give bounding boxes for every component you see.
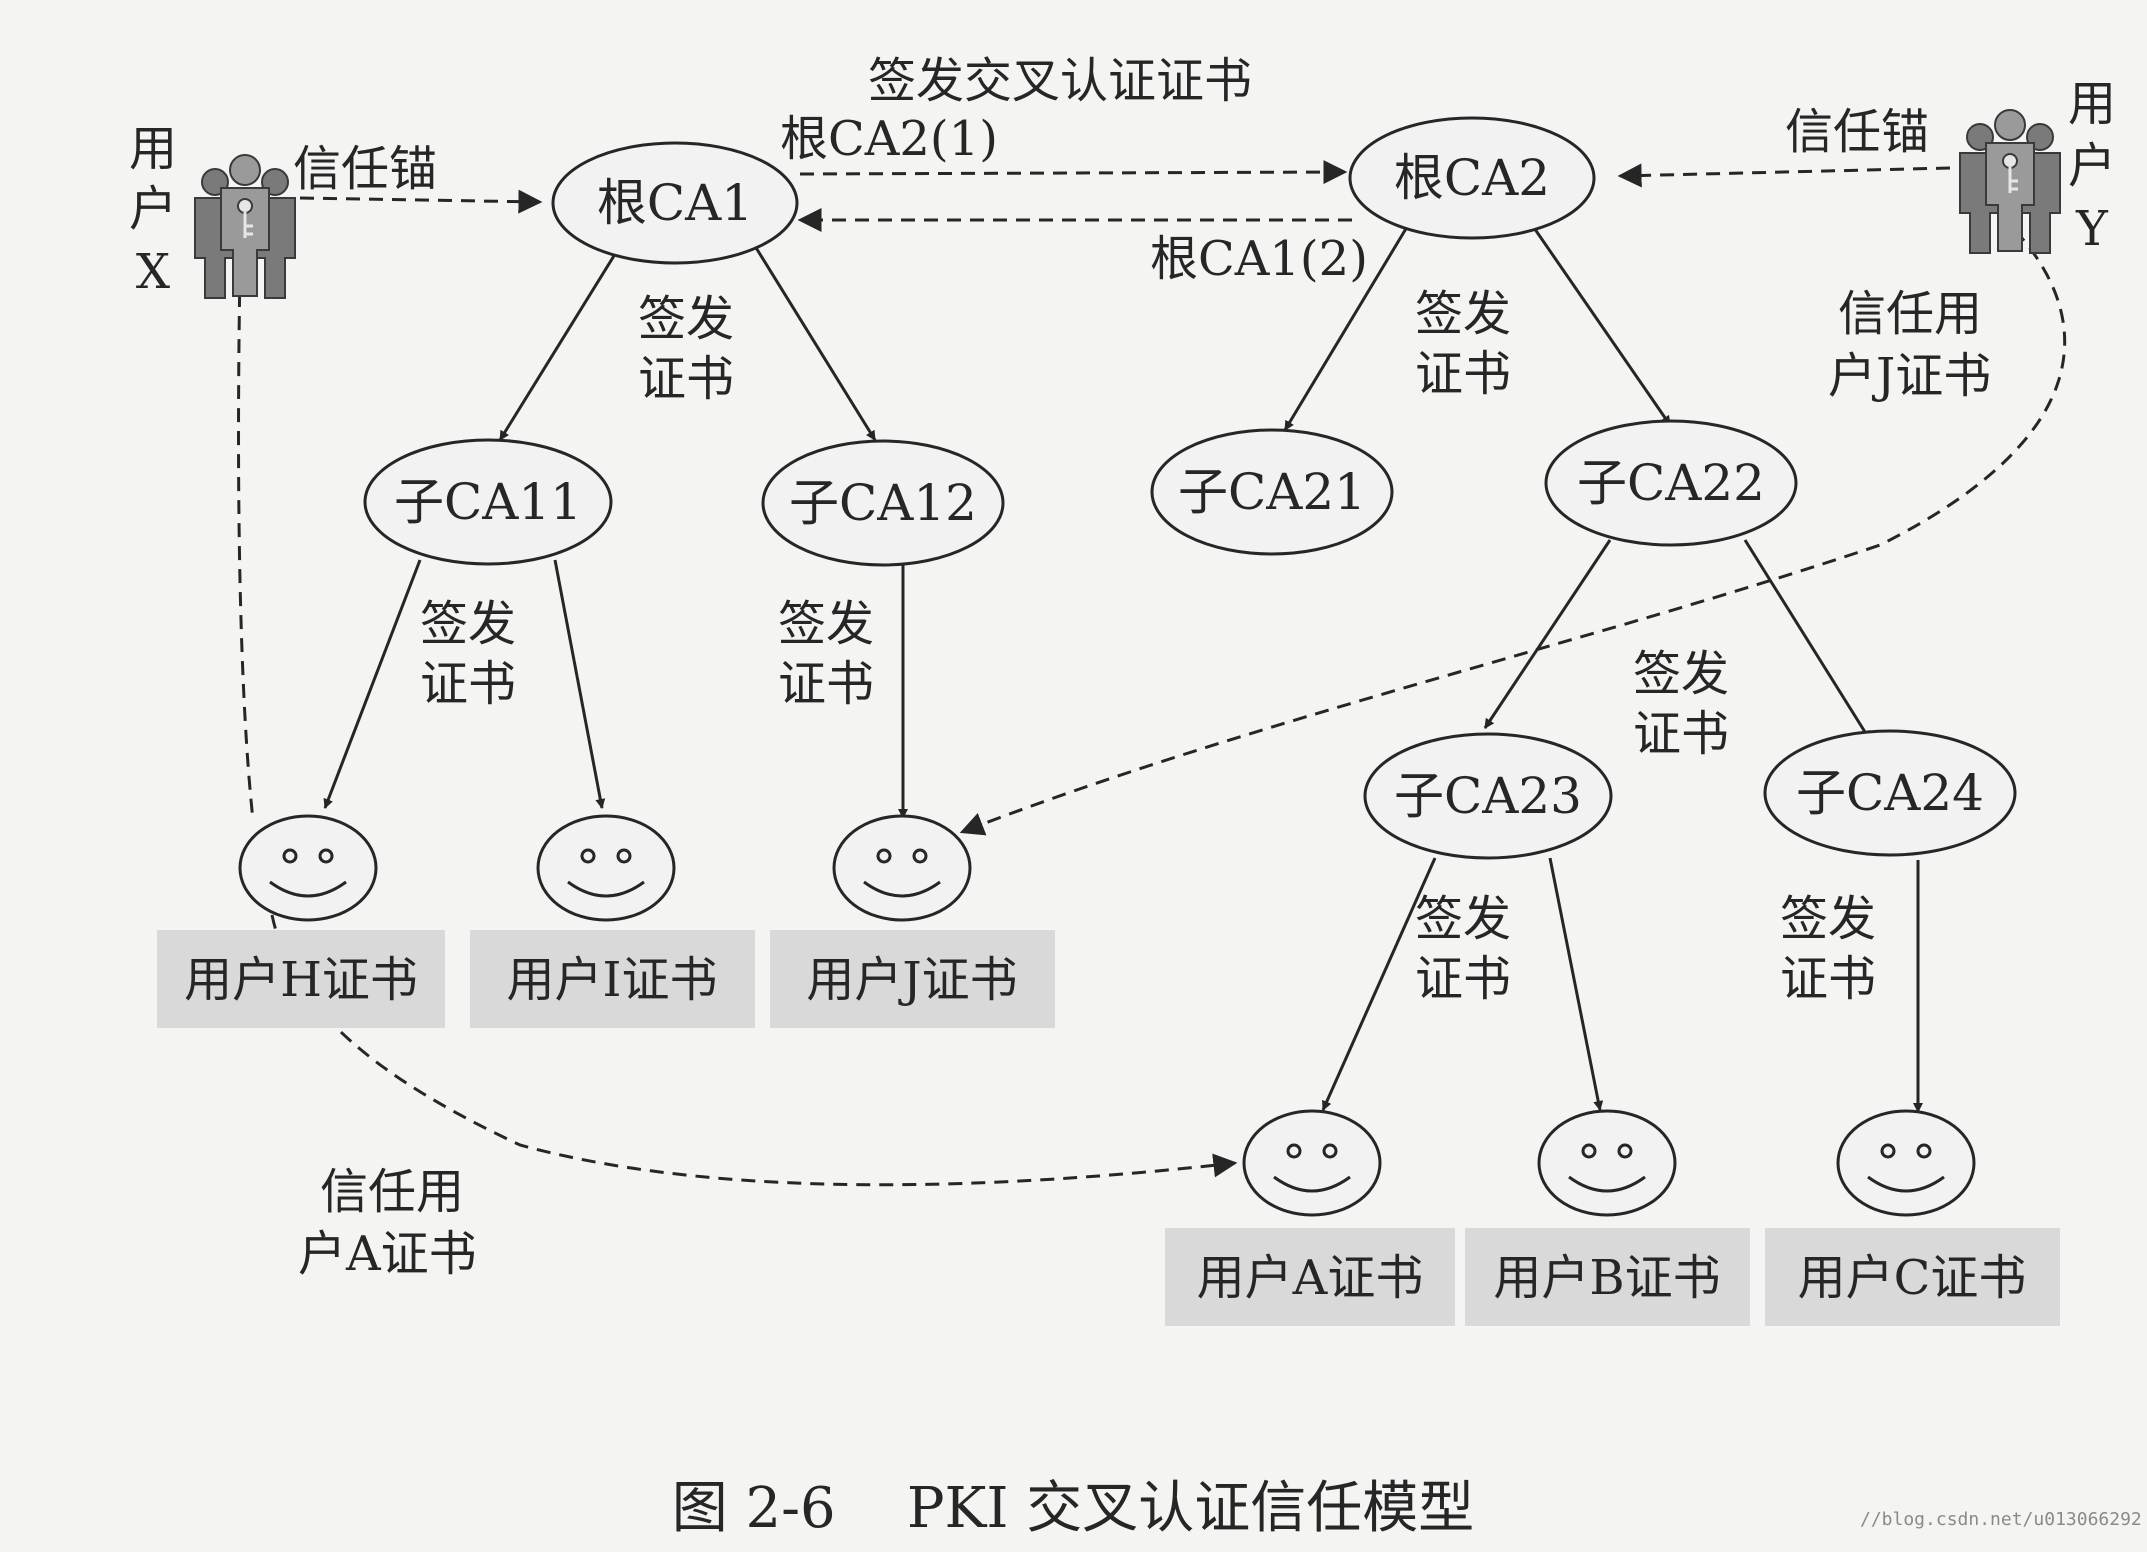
sub-ca24-node bbox=[1763, 729, 2017, 857]
trust-user-j-arrow bbox=[959, 228, 2067, 836]
user-i-smiley-icon bbox=[536, 814, 676, 922]
root-ca1-node bbox=[551, 141, 799, 265]
issue-label-ca11-1: 签发 bbox=[420, 596, 516, 652]
user-j-smiley-icon bbox=[832, 814, 972, 922]
svg-text:户: 户 bbox=[129, 181, 177, 237]
sub-ca23-node bbox=[1363, 732, 1613, 860]
trust-anchor-arrow-x bbox=[299, 189, 543, 214]
user-h-cert-box bbox=[157, 930, 445, 1028]
trust-user-j-label-2: 户J证书 bbox=[1828, 348, 1991, 404]
edge-labels: 信任锚 信任锚 签发交叉认证证书 根CA2(1) 根CA1(2) 签发 证书 签… bbox=[293, 53, 1991, 1282]
trust-user-a-label-2: 户A证书 bbox=[298, 1226, 477, 1282]
user-c-smiley-icon bbox=[1836, 1109, 1976, 1217]
sub-ca22-node bbox=[1544, 419, 1798, 547]
sub-ca12-label: 子CA12 bbox=[789, 474, 977, 532]
trust-anchor-arrow-y bbox=[1617, 163, 1951, 188]
trust-anchor-label-right: 信任锚 bbox=[1785, 104, 1929, 160]
issue-label-ca1-2: 证书 bbox=[638, 351, 734, 407]
issue-arrow-ca1-to-ca12 bbox=[748, 237, 877, 441]
sub-ca23-label: 子CA23 bbox=[1394, 767, 1582, 825]
trust-user-j-label-1: 信任用 bbox=[1838, 286, 1982, 342]
issue-arrow-ca11-to-user-h bbox=[323, 559, 422, 809]
svg-text:用: 用 bbox=[2068, 76, 2116, 132]
sub-ca24-label: 子CA24 bbox=[1796, 764, 1984, 822]
cross-cert-title: 签发交叉认证证书 bbox=[868, 53, 1252, 109]
issue-label-ca2-2: 证书 bbox=[1415, 346, 1511, 402]
issue-label-ca22-1: 签发 bbox=[1633, 646, 1729, 702]
issue-arrow-ca2-to-ca22 bbox=[1528, 221, 1672, 426]
svg-text:户: 户 bbox=[2068, 138, 2116, 194]
user-y-group-icon bbox=[1959, 109, 2061, 254]
cert-boxes bbox=[157, 930, 2060, 1326]
user-h-cert-label: 用户H证书 bbox=[184, 952, 418, 1008]
root-ca2-1-label: 根CA2(1) bbox=[780, 111, 998, 167]
issue-arrow-ca22-to-ca23 bbox=[1483, 539, 1612, 729]
ca-nodes bbox=[363, 116, 2017, 860]
issue-label-ca22-2: 证书 bbox=[1633, 706, 1729, 762]
user-h-smiley-icon bbox=[238, 814, 378, 922]
issue-label-ca23-2: 证书 bbox=[1415, 951, 1511, 1007]
user-j-cert-box bbox=[770, 930, 1055, 1028]
issue-arrow-ca22-to-ca24 bbox=[1743, 539, 1872, 741]
root-ca2-node bbox=[1348, 116, 1596, 240]
sub-ca22-label: 子CA22 bbox=[1577, 454, 1765, 512]
root-ca2-label: 根CA2 bbox=[1394, 149, 1550, 207]
issue-label-ca12-1: 签发 bbox=[778, 596, 874, 652]
sub-ca21-label: 子CA21 bbox=[1178, 463, 1366, 521]
trust-anchor-label-left: 信任锚 bbox=[293, 141, 437, 197]
user-b-cert-label: 用户B证书 bbox=[1493, 1250, 1720, 1306]
user-x-to-user-h-line bbox=[237, 269, 255, 821]
sub-ca12-node bbox=[761, 439, 1005, 567]
user-j-cert-label: 用户J证书 bbox=[806, 952, 1017, 1008]
issue-label-ca2-1: 签发 bbox=[1415, 286, 1511, 342]
issue-arrow-ca23-to-user-b bbox=[1548, 857, 1604, 1111]
user-y-label: 用 户 Y bbox=[2068, 76, 2116, 257]
sub-ca11-label: 子CA11 bbox=[394, 473, 582, 531]
root-ca1-2-label: 根CA1(2) bbox=[1150, 231, 1368, 287]
issue-label-ca23-1: 签发 bbox=[1415, 891, 1511, 947]
issue-arrow-ca23-to-user-a bbox=[1321, 857, 1437, 1111]
smiley-users bbox=[238, 814, 1976, 1217]
user-a-cert-box bbox=[1165, 1228, 1455, 1326]
user-i-cert-label: 用户I证书 bbox=[507, 952, 718, 1008]
svg-text:用: 用 bbox=[129, 121, 177, 177]
issue-label-ca12-2: 证书 bbox=[778, 656, 874, 712]
issue-label-ca11-2: 证书 bbox=[420, 656, 516, 712]
user-b-smiley-icon bbox=[1537, 1109, 1677, 1217]
issue-label-ca1-1: 签发 bbox=[638, 291, 734, 347]
ca-node-labels: 根CA1 根CA2 子CA11 子CA12 子CA21 子CA22 子CA23 … bbox=[394, 149, 1984, 825]
user-x-label: 用 户 X bbox=[129, 121, 177, 300]
user-a-smiley-icon bbox=[1242, 1109, 1382, 1217]
figure-caption: 图 2-6 PKI 交叉认证信任模型 bbox=[672, 1476, 1475, 1541]
trust-user-a-label-1: 信任用 bbox=[320, 1164, 464, 1220]
issue-arrow-ca11-to-user-i bbox=[553, 559, 606, 809]
issue-arrow-ca2-to-ca21 bbox=[1283, 221, 1412, 431]
root-ca1-label: 根CA1 bbox=[597, 174, 753, 232]
user-b-cert-box bbox=[1465, 1228, 1750, 1326]
user-i-cert-box bbox=[470, 930, 755, 1028]
issue-arrow-ca1-to-ca11 bbox=[498, 237, 627, 441]
watermark-text: //blog.csdn.net/u013066292 bbox=[1860, 1509, 2142, 1530]
issue-arrows bbox=[323, 221, 1923, 1113]
cross-cert-arrow-ca1-to-ca2 bbox=[799, 160, 1348, 185]
issue-label-ca24-1: 签发 bbox=[1780, 891, 1876, 947]
svg-text:X: X bbox=[136, 244, 170, 300]
issue-label-ca24-2: 证书 bbox=[1780, 951, 1876, 1007]
user-c-cert-box bbox=[1765, 1228, 2060, 1326]
user-c-cert-label: 用户C证书 bbox=[1798, 1250, 2027, 1306]
cert-labels: 用户H证书 用户I证书 用户J证书 用户A证书 用户B证书 用户C证书 bbox=[184, 952, 2026, 1306]
user-x-group-icon bbox=[194, 154, 296, 299]
svg-text:Y: Y bbox=[2075, 201, 2109, 257]
user-a-cert-label: 用户A证书 bbox=[1197, 1250, 1424, 1306]
sub-ca21-node bbox=[1150, 428, 1394, 556]
sub-ca11-node bbox=[363, 438, 613, 566]
